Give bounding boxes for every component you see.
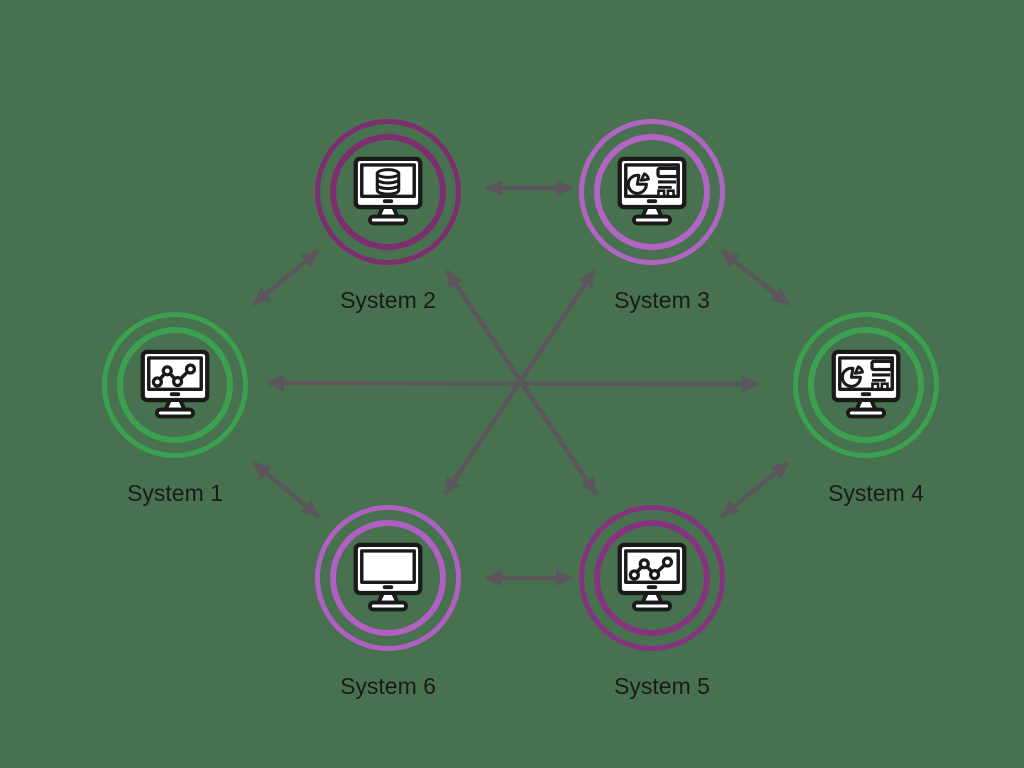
node-label: System 6: [340, 673, 436, 699]
arrow-system3-system4: [720, 249, 790, 306]
dashboard-monitor-icon: [831, 349, 901, 419]
node-outer-ring: [315, 505, 461, 651]
node-system-2: System 2: [298, 119, 478, 314]
node-outer-ring: [102, 312, 248, 458]
node-label: System 2: [340, 287, 436, 313]
node-inner-ring: [808, 327, 924, 443]
node-system-4: System 4: [776, 312, 956, 507]
arrow-system1-system4: [266, 375, 760, 392]
node-outer-ring: [315, 119, 461, 265]
dashboard-monitor-icon: [617, 156, 687, 226]
database-monitor-icon: [353, 156, 423, 226]
blank-monitor-icon: [353, 542, 423, 612]
arrow-system3-system6: [443, 269, 596, 496]
line-chart-monitor-icon: [140, 349, 210, 419]
node-inner-ring: [594, 134, 710, 250]
node-label: System 5: [614, 673, 710, 699]
node-inner-ring: [330, 134, 446, 250]
node-system-5: System 5: [562, 505, 742, 700]
node-label: System 4: [828, 480, 924, 506]
arrow-system6-system1: [252, 461, 320, 518]
node-outer-ring: [793, 312, 939, 458]
node-inner-ring: [594, 520, 710, 636]
node-system-3: System 3: [562, 119, 742, 314]
node-label: System 1: [127, 480, 223, 506]
node-outer-ring: [579, 505, 725, 651]
arrow-system4-system5: [720, 461, 790, 518]
node-system-1: System 1: [85, 312, 265, 507]
node-system-6: System 6: [298, 505, 478, 700]
node-inner-ring: [330, 520, 446, 636]
arrow-system1-system2: [252, 249, 320, 306]
node-outer-ring: [579, 119, 725, 265]
node-inner-ring: [117, 327, 233, 443]
node-label: System 3: [614, 287, 710, 313]
line-chart-monitor-icon: [617, 542, 687, 612]
